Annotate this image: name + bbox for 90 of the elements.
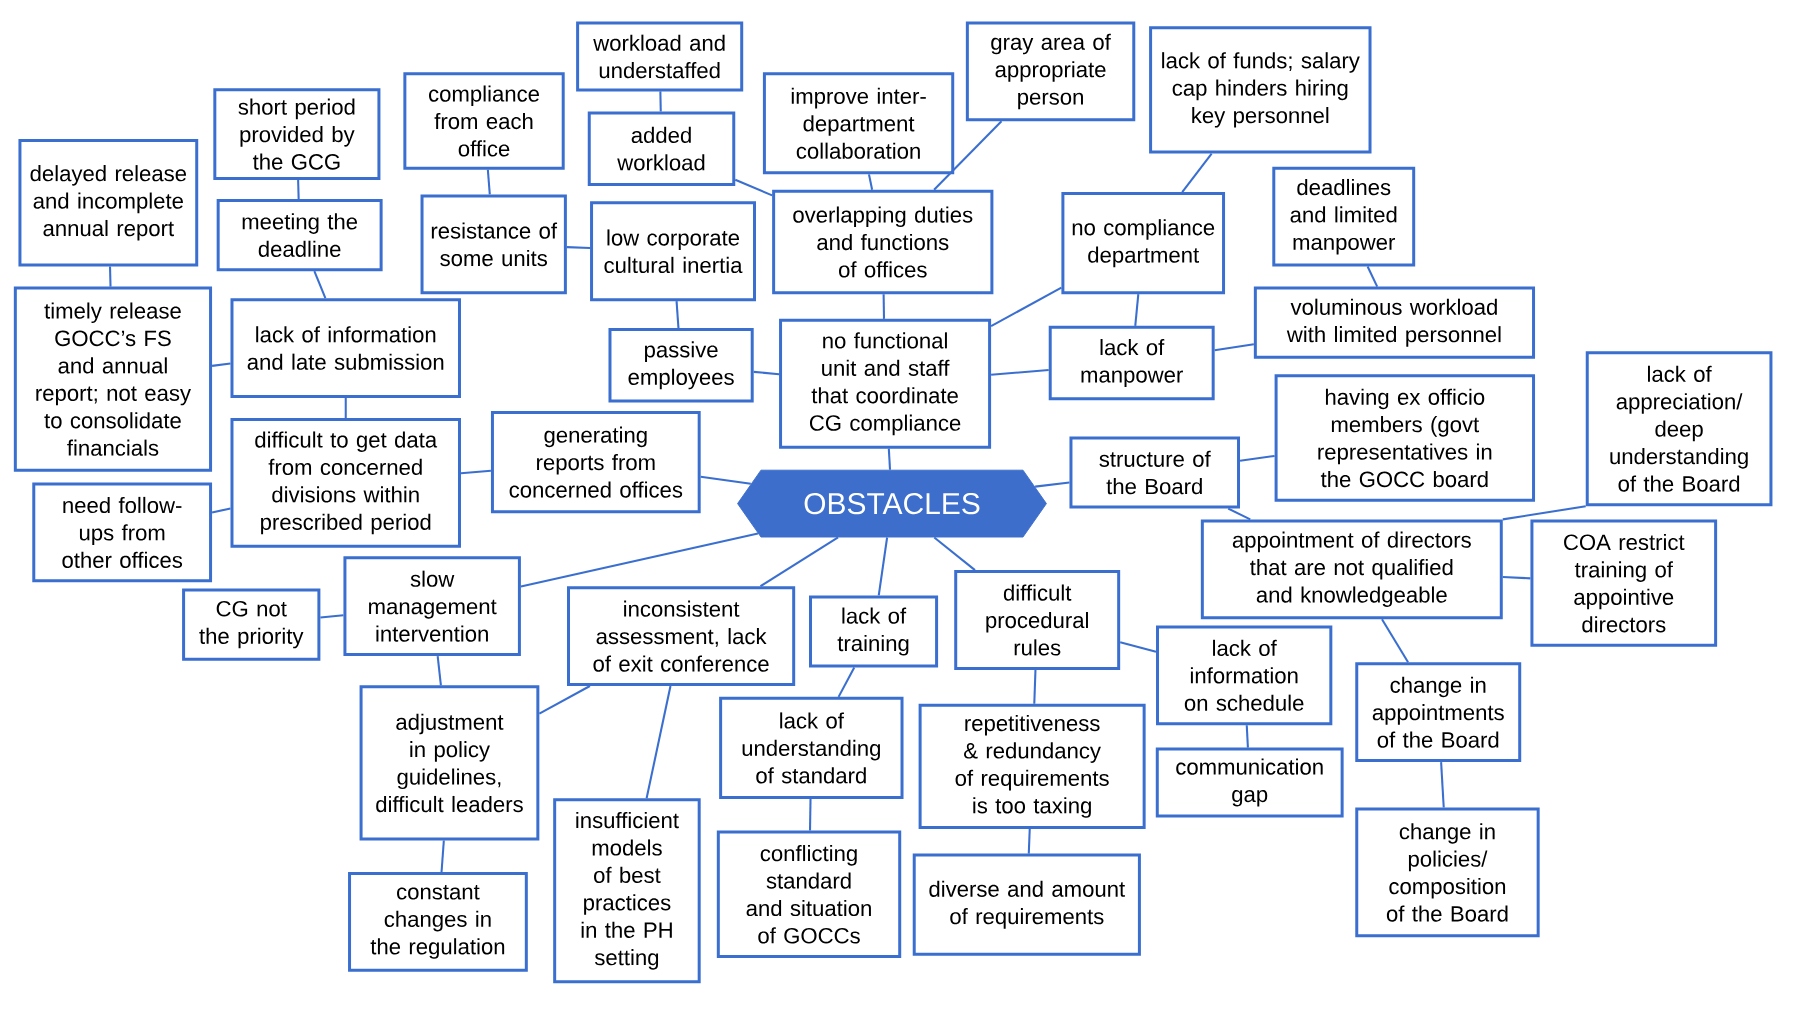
concept-box: lack of understanding of standard <box>719 696 904 799</box>
connector-line <box>753 370 780 375</box>
concept-box: constant changes in the regulation <box>348 871 528 972</box>
connector-line <box>1366 265 1379 287</box>
connector-line <box>675 300 680 328</box>
concept-box: lack of information and late submission <box>230 297 461 398</box>
connector-line <box>1214 343 1255 352</box>
concept-box: gray area of appropriate person <box>965 21 1136 122</box>
concept-box: difficult procedural rules <box>954 569 1121 670</box>
concept-box: lack of funds; salary cap hinders hiring key personnel <box>1149 25 1372 154</box>
connector-line <box>1035 481 1070 488</box>
concept-box: slow management intervention <box>343 556 521 656</box>
connector-line <box>520 532 759 588</box>
concept-box: CG not the priority <box>182 588 321 661</box>
concept-box: difficult to get data from concerned divisions within prescribed period <box>230 417 461 548</box>
concept-box: structure of the Board <box>1069 436 1240 509</box>
concept-box: low corporate cultural inertia <box>590 201 756 301</box>
concept-box: appointment of directors that are not qualified and knowledgeable <box>1200 519 1503 619</box>
concept-box: compliance from each office <box>403 72 565 170</box>
concept-box: conflicting standard and situation of GOCCs <box>716 830 902 958</box>
concept-box: delayed release and incomplete annual report <box>18 138 199 267</box>
connector-line <box>882 294 886 319</box>
connector-line <box>313 270 327 299</box>
concept-box: workload and understaffed <box>576 21 744 92</box>
connector-line <box>759 536 839 587</box>
concept-box: timely release GOCC’s FS and annual report; not easy to consolidate financials <box>13 286 213 472</box>
connector-line <box>837 666 856 698</box>
connector-line <box>933 120 1003 191</box>
connector-line <box>486 169 491 195</box>
concept-box: inconsistent assessment, lack of exit conference <box>567 586 796 686</box>
concept-box: adjustment in policy guidelines, difficult leaders <box>359 685 540 841</box>
connector-line <box>887 448 892 470</box>
concept-box: lack of appreciation/ deep understanding of the Board <box>1585 350 1773 507</box>
connector-line <box>460 469 492 475</box>
connector-line <box>1502 575 1531 580</box>
connector-line <box>808 798 812 831</box>
connector-line <box>933 536 976 571</box>
connector-line <box>1227 507 1251 521</box>
concept-box: diverse and amount of requirements <box>912 853 1141 956</box>
connector-line <box>436 655 442 686</box>
concept-box: improve inter-department collaboration <box>762 72 955 175</box>
connector-line <box>320 614 344 619</box>
connector-line <box>211 362 231 367</box>
connector-line <box>1134 293 1140 326</box>
connector-line <box>440 840 445 872</box>
connector-line <box>538 684 591 715</box>
concept-box: lack of training <box>809 595 939 668</box>
concept-box: overlapping duties and functions of offices <box>772 189 994 294</box>
connector-line <box>1119 641 1157 653</box>
connector-line <box>990 286 1062 327</box>
concept-box: resistance of some units <box>420 194 567 294</box>
connector-line <box>1245 724 1249 748</box>
connector-line <box>867 173 874 190</box>
concept-box: insufficient models of best practices in the PH setting <box>553 798 701 984</box>
connector-line <box>297 179 300 199</box>
concept-box: no compliance department <box>1061 191 1226 294</box>
connector-line <box>1502 505 1586 521</box>
concept-box: repetitiveness & redundancy of requirements is too taxing <box>918 703 1146 829</box>
concept-box: added workload <box>587 111 736 186</box>
concept-box: change in appointments of the Board <box>1355 662 1522 762</box>
connector-line <box>1033 669 1037 704</box>
connector-line <box>1239 454 1275 462</box>
concept-box: no functional unit and staff that coordinate CG compliance <box>779 318 992 449</box>
concept-box: having ex officio members (govt representatives in the GOCC board <box>1274 374 1536 502</box>
concept-box: communication gap <box>1155 747 1344 818</box>
concept-box: deadlines and limited manpower <box>1272 166 1416 267</box>
connector-line <box>1027 828 1031 854</box>
connector-line <box>566 245 591 249</box>
concept-box: voluminous workload with limited personnel <box>1253 286 1536 359</box>
connector-line <box>108 266 112 287</box>
connector-line <box>1440 761 1445 808</box>
connector-line <box>991 368 1049 376</box>
connector-line <box>645 685 672 799</box>
concept-box: need follow-ups from other offices <box>32 482 213 583</box>
connector-line <box>211 507 231 514</box>
connector-line <box>877 537 889 596</box>
concept-box: COA restrict training of appointive directors <box>1530 519 1718 647</box>
concept-box: generating reports from concerned offices <box>490 410 701 513</box>
concept-box: change in policies/ composition of the Board <box>1355 807 1540 938</box>
connector-line <box>1181 152 1213 193</box>
concept-box: lack of information on schedule <box>1156 625 1333 725</box>
connector-line <box>700 475 751 485</box>
connector-line <box>1381 618 1409 663</box>
concept-box: lack of manpower <box>1048 325 1215 401</box>
connector-line <box>659 91 662 112</box>
connector-line <box>734 178 773 197</box>
concept-box: short period provided by the GCG <box>213 88 381 180</box>
concept-box: passive employees <box>608 327 754 403</box>
connector-line <box>344 397 347 418</box>
concept-box: meeting the deadline <box>216 198 383 271</box>
